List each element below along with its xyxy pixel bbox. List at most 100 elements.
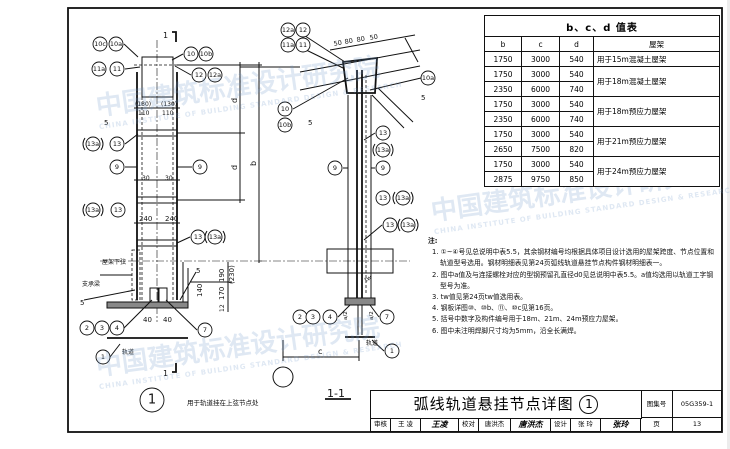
dimension-label: a/2 bbox=[343, 311, 349, 320]
parenthesis-mark bbox=[397, 218, 419, 232]
callout-circle bbox=[110, 202, 126, 218]
part-number-callout: 13 bbox=[375, 125, 391, 141]
cell-d: 740 bbox=[559, 111, 594, 127]
dimension-label: 240 bbox=[139, 215, 152, 223]
cell-b: 1750 bbox=[484, 51, 522, 67]
dimension-label: 40 bbox=[143, 316, 152, 324]
callout-number: 13 bbox=[113, 140, 121, 148]
empty-reference-circle bbox=[272, 366, 294, 388]
header-truss: 屋架 bbox=[593, 36, 720, 52]
dimension-label: (130) bbox=[135, 101, 151, 108]
part-number-callout: 1 bbox=[95, 349, 111, 365]
drawing-label: 用于轨道挂在上弦节点处 bbox=[187, 398, 259, 407]
header-c: c bbox=[521, 36, 560, 52]
parenthesis-mark bbox=[82, 203, 104, 217]
cell-b: 2875 bbox=[484, 171, 522, 187]
callout-number: 13 bbox=[386, 221, 394, 229]
callout-circle bbox=[327, 160, 343, 176]
callout-circle bbox=[207, 67, 223, 83]
part-number-callout: 11a bbox=[91, 61, 107, 77]
callout-number: 13 bbox=[194, 233, 202, 241]
callout-number: 9 bbox=[115, 163, 119, 171]
callout-number: 13a bbox=[397, 194, 409, 202]
dimension-label: b bbox=[249, 161, 258, 166]
note-item: 5. 括号中数字及构件编号用于18m、21m、24m预应力屋架。 bbox=[432, 315, 623, 324]
part-number-callout: 13a bbox=[204, 229, 226, 245]
part-number-callout: 10c bbox=[92, 36, 108, 52]
callout-circle bbox=[375, 190, 391, 206]
weld-size-label: 5 bbox=[196, 267, 200, 275]
page-label: 页 bbox=[641, 418, 673, 431]
callout-circle bbox=[305, 309, 321, 325]
dimension-label: 110 bbox=[162, 110, 174, 117]
part-number-callout: 2 bbox=[79, 320, 95, 336]
weld-size-label: 5 bbox=[308, 119, 312, 127]
callout-number: 10a bbox=[110, 40, 122, 48]
cell-truss-type: 用于21m预应力屋架 bbox=[593, 126, 720, 157]
cell-truss-type: 用于18m混凝土屋架 bbox=[593, 66, 720, 97]
cell-d: 820 bbox=[559, 141, 594, 157]
note-item: 1. ①~④号见总说明中表5.5，其余钢材编号均根据具体项目设计选用的屋架跨度、… bbox=[432, 248, 715, 268]
part-number-callout: 11a bbox=[280, 37, 296, 53]
part-number-callout: 1 bbox=[384, 343, 400, 359]
dimension-label: d bbox=[230, 165, 239, 170]
part-number-callout: 12 bbox=[191, 67, 207, 83]
table-title: b、c、d 值表 bbox=[484, 15, 720, 37]
dimension-label: 50 bbox=[333, 39, 343, 48]
cell-c: 6000 bbox=[521, 111, 560, 127]
cell-b: 2650 bbox=[484, 141, 522, 157]
callout-number: 9 bbox=[333, 164, 337, 172]
cell-d: 850 bbox=[559, 171, 594, 187]
callout-circle bbox=[295, 37, 311, 53]
callout-number: 4 bbox=[115, 324, 119, 332]
dimension-label: d bbox=[230, 98, 239, 103]
note-item: 3. tw值见第24页tw值选用表。 bbox=[432, 293, 527, 302]
callout-circle bbox=[382, 217, 398, 233]
part-number-callout: 10 bbox=[277, 101, 293, 117]
drawing-label: 轨道 bbox=[122, 348, 134, 356]
cell-c: 7500 bbox=[521, 141, 560, 157]
dimension-label: 190 bbox=[218, 269, 226, 282]
header-d: d bbox=[559, 36, 594, 52]
part-number-callout: 10b bbox=[198, 46, 214, 62]
dimension-label: 50 bbox=[369, 33, 379, 42]
callout-circle bbox=[280, 22, 296, 38]
part-number-callout: 13 bbox=[190, 229, 206, 245]
dimension-label: 30 bbox=[165, 175, 173, 182]
cell-d: 740 bbox=[559, 81, 594, 97]
dimension-label: 80 bbox=[356, 35, 366, 44]
callout-number: 10b bbox=[279, 121, 291, 129]
dimension-label: 12 bbox=[219, 304, 226, 312]
drawing-label: 支承梁 bbox=[82, 280, 100, 288]
atlas-label: 图集号 bbox=[641, 391, 673, 418]
checker-name: 唐洪杰 bbox=[479, 418, 511, 431]
part-number-callout: 10a bbox=[420, 70, 436, 86]
callout-circle bbox=[295, 22, 311, 38]
callout-circle bbox=[277, 117, 293, 133]
parenthesis-mark bbox=[372, 143, 394, 157]
part-number-callout: 9 bbox=[327, 160, 343, 176]
callout-circle bbox=[207, 229, 223, 245]
callout-number: 12 bbox=[195, 71, 203, 79]
part-number-callout: 13a bbox=[397, 217, 419, 233]
part-number-callout: 13a bbox=[82, 136, 104, 152]
drawing-label: 1 bbox=[163, 31, 168, 40]
detail-badge-circle bbox=[139, 387, 165, 413]
drawing-title-text: 弧线轨道悬挂节点详图 bbox=[413, 395, 574, 413]
reviewer-signature: 王凌 bbox=[421, 418, 459, 431]
callout-number: 13 bbox=[379, 194, 387, 202]
cell-truss-type: 用于15m混凝土屋架 bbox=[593, 51, 720, 67]
callout-circle bbox=[109, 159, 125, 175]
part-number-callout: 13 bbox=[382, 217, 398, 233]
callout-circle bbox=[192, 159, 208, 175]
callout-number: 10c bbox=[94, 40, 106, 48]
part-number-callout: 3 bbox=[305, 309, 321, 325]
drawing-title: 弧线轨道悬挂节点详图 1 bbox=[371, 391, 642, 419]
part-number-callout: 12a bbox=[280, 22, 296, 38]
cell-b: 1750 bbox=[484, 66, 522, 82]
dimension-label: (230) bbox=[228, 265, 236, 284]
note-item: 6. 图中未注明焊脚尺寸均为5mm，沿全长满焊。 bbox=[432, 326, 581, 335]
callout-number: 13a bbox=[377, 146, 389, 154]
